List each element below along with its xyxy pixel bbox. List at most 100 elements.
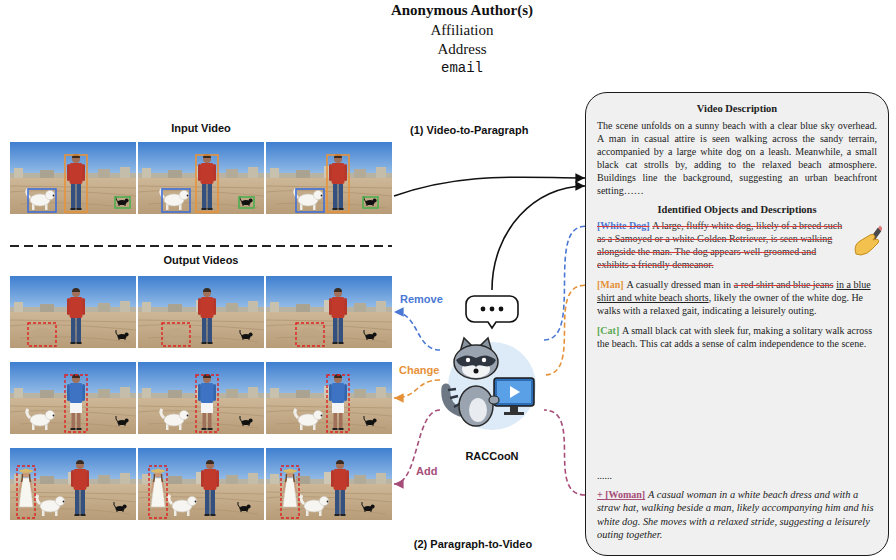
shape xyxy=(466,358,470,362)
illustration xyxy=(138,276,264,348)
figure xyxy=(19,469,33,517)
separator-line xyxy=(0,240,400,252)
illustration xyxy=(266,448,392,520)
figure xyxy=(240,416,253,426)
figure xyxy=(10,142,136,214)
shape xyxy=(481,307,486,312)
figure xyxy=(161,409,189,430)
shape xyxy=(446,388,460,412)
figure xyxy=(116,330,129,340)
edge-label: (1) Video-to-Paragraph xyxy=(408,124,530,136)
connector xyxy=(492,186,585,290)
shape xyxy=(28,189,56,212)
line xyxy=(10,245,392,247)
connector xyxy=(544,410,585,495)
figure xyxy=(67,374,85,430)
connector xyxy=(544,285,585,375)
illustration xyxy=(266,142,392,214)
figure xyxy=(198,288,216,344)
connector xyxy=(394,380,440,398)
connector xyxy=(394,410,440,484)
figure xyxy=(169,495,197,516)
shape xyxy=(115,197,130,208)
illustration xyxy=(266,276,392,348)
shape xyxy=(65,155,87,212)
figure xyxy=(301,495,329,516)
edge-label: Add xyxy=(414,465,439,477)
shape xyxy=(489,396,499,404)
figure xyxy=(266,362,392,434)
figure xyxy=(238,502,251,512)
entry-paragraph: [Man]A casually dressed man ina red shir… xyxy=(597,278,877,317)
shape xyxy=(497,381,531,403)
figure xyxy=(37,495,65,516)
shape xyxy=(296,189,324,212)
figure xyxy=(364,330,377,340)
shape xyxy=(17,466,35,518)
illustration xyxy=(138,448,264,520)
illustration xyxy=(10,276,136,348)
figure xyxy=(266,142,392,214)
shape xyxy=(454,345,498,379)
edit-hand-icon xyxy=(852,224,882,258)
figure xyxy=(116,416,129,426)
figure xyxy=(138,142,264,214)
agent-node: RACCooN xyxy=(440,290,544,462)
entry-paragraph: Identified Objects and Descriptions xyxy=(597,203,877,217)
shape xyxy=(499,307,504,312)
description-panel: Video DescriptionThe scene unfolds on a … xyxy=(585,92,889,556)
ellipsis: ...... xyxy=(597,470,612,481)
illustration xyxy=(138,142,264,214)
connector xyxy=(394,177,585,196)
figure xyxy=(266,276,392,348)
entry-paragraph: The scene unfolds on a sunny beach with … xyxy=(597,119,877,197)
shape xyxy=(239,197,254,208)
entry-paragraph: ...... xyxy=(597,469,877,482)
figure xyxy=(266,448,392,520)
group-heading: Output Videos xyxy=(8,254,394,266)
shape xyxy=(363,197,378,208)
shape xyxy=(469,398,487,422)
shape xyxy=(474,369,479,374)
shape xyxy=(298,328,322,344)
shape xyxy=(494,378,534,406)
object-tag: [Cat] xyxy=(597,325,619,336)
figure xyxy=(67,288,85,344)
entry-paragraph: [Cat]A small black cat with sleek fur, m… xyxy=(597,324,877,350)
figure xyxy=(362,502,375,512)
figure xyxy=(201,460,219,516)
entry-paragraph: [White Dog]A large, fluffy white dog, li… xyxy=(597,219,877,271)
shape xyxy=(28,323,56,346)
figure xyxy=(161,189,189,210)
shape xyxy=(456,355,496,368)
stage-label: (2) Paragraph-to-Video xyxy=(393,538,553,550)
figure xyxy=(27,189,55,210)
shape xyxy=(281,466,299,518)
shape xyxy=(164,328,188,344)
figure xyxy=(198,374,216,430)
object-description: A small black cat with sleek fur, making… xyxy=(597,325,872,349)
address-line: Address xyxy=(262,41,662,58)
raccoon-mascot xyxy=(440,290,544,440)
shape xyxy=(327,375,349,432)
figure xyxy=(151,469,165,517)
illustration xyxy=(138,362,264,434)
edge-label: Change xyxy=(397,364,441,376)
removed-text: a red shirt and blue jeans xyxy=(734,279,834,290)
figure xyxy=(198,154,216,210)
entry-paragraph: Video Description xyxy=(597,102,877,116)
author-line: Anonymous Author(s) xyxy=(262,2,662,19)
figure xyxy=(67,154,85,210)
figure xyxy=(138,448,264,520)
shape xyxy=(459,386,493,426)
video-group: Input Video xyxy=(8,122,394,218)
object-description: A casually dressed man in xyxy=(626,279,730,290)
video-group: Output Videos xyxy=(8,254,394,524)
shape xyxy=(296,323,324,346)
shape xyxy=(510,386,520,398)
figure xyxy=(295,189,323,210)
object-tag: + [Woman] xyxy=(597,489,645,500)
shape xyxy=(162,189,190,212)
section-heading: Identified Objects and Descriptions xyxy=(658,204,817,215)
